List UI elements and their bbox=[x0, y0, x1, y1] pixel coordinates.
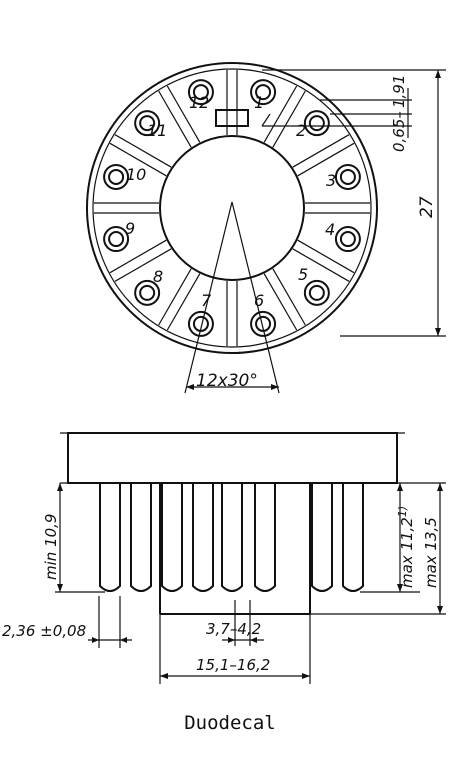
pin-socket-inner bbox=[339, 168, 356, 185]
pin-socket bbox=[334, 226, 361, 253]
dimension-max-112-label: max 11,21) bbox=[396, 506, 416, 588]
pin-socket bbox=[187, 310, 214, 337]
pin-socket-inner bbox=[139, 284, 156, 301]
dimension-pin-diameter-label: 2,36 ±0,08 bbox=[2, 622, 86, 640]
pin-socket-inner bbox=[108, 231, 125, 248]
pin-socket bbox=[303, 110, 330, 137]
pin-number-12: 12 bbox=[189, 93, 209, 112]
side-pin bbox=[99, 483, 121, 592]
side-pin bbox=[130, 483, 152, 592]
pin-socket bbox=[250, 79, 277, 106]
side-pin bbox=[311, 483, 333, 592]
pin-socket bbox=[303, 279, 330, 306]
pin-socket bbox=[187, 79, 214, 106]
angle-dimension: 12x30° bbox=[184, 201, 280, 394]
divider-line bbox=[263, 273, 298, 331]
dimension-065-label: 0,65– bbox=[390, 111, 408, 152]
angle-label: 12x30° bbox=[196, 371, 258, 391]
pin-number-8: 8 bbox=[153, 267, 163, 286]
dimension-191-065: 1,91 0,65– bbox=[261, 75, 412, 152]
dimension-spigot-width: 15,1–16,2 bbox=[159, 614, 311, 684]
divider-line bbox=[292, 134, 350, 168]
side-view: min 10,9 max 11,21) max 13,5 2,36 ±0 bbox=[2, 432, 446, 684]
pin-socket-inner bbox=[308, 115, 325, 132]
side-pin bbox=[192, 483, 214, 592]
pin-socket bbox=[134, 279, 161, 306]
pin-socket-inner bbox=[139, 115, 156, 132]
dimension-pin-spacing: 3,7–4,2 bbox=[206, 600, 264, 646]
dimension-max-135-label: max 13,5 bbox=[422, 517, 440, 588]
pin-socket bbox=[250, 310, 277, 337]
pin-number-10: 10 bbox=[126, 165, 146, 184]
divider-line bbox=[166, 273, 201, 331]
divider-line bbox=[114, 134, 172, 168]
top-view: 1 2 3 4 5 6 7 8 9 10 11 12 12x30° bbox=[86, 62, 446, 394]
pin-sockets bbox=[103, 79, 361, 337]
diagram-caption: Duodecal bbox=[184, 712, 276, 734]
divider-line bbox=[158, 90, 192, 148]
divider-line bbox=[109, 142, 167, 177]
dimension-pin-diameter: 2,36 ±0,08 bbox=[2, 596, 132, 648]
dimension-max-135: max 13,5 bbox=[310, 482, 446, 615]
pin-socket bbox=[103, 226, 130, 253]
pin-number-2: 2 bbox=[296, 121, 306, 140]
pin-socket-inner bbox=[308, 284, 325, 301]
pin-socket-inner bbox=[255, 315, 272, 332]
key-notch bbox=[215, 109, 249, 127]
dimension-191-label: 1,91 bbox=[390, 75, 408, 108]
dimension-spigot-width-label: 15,1–16,2 bbox=[196, 656, 270, 674]
pin-number-7: 7 bbox=[201, 291, 212, 310]
divider-line bbox=[114, 248, 172, 282]
divider-line bbox=[158, 268, 192, 326]
divider-line bbox=[272, 90, 306, 148]
side-pin bbox=[342, 483, 364, 592]
center-hole bbox=[159, 135, 305, 281]
divider-line bbox=[166, 85, 201, 143]
pin-socket-inner bbox=[192, 84, 209, 101]
base-outer-rim bbox=[86, 62, 378, 354]
divider-line bbox=[272, 268, 306, 326]
dimension-max-112: max 11,21) bbox=[360, 483, 420, 593]
pin-socket bbox=[103, 163, 130, 190]
pin-number-5: 5 bbox=[298, 265, 308, 284]
pin-number-labels: 1 2 3 4 5 6 7 8 9 10 11 12 bbox=[125, 93, 336, 310]
dimension-min-109-label: min 10,9 bbox=[42, 514, 60, 580]
pin-number-3: 3 bbox=[326, 171, 336, 190]
pins-side bbox=[99, 483, 364, 592]
pin-socket bbox=[134, 110, 161, 137]
pin-number-9: 9 bbox=[125, 219, 135, 238]
pin-number-6: 6 bbox=[254, 291, 264, 310]
pin-socket-inner bbox=[255, 84, 272, 101]
dimension-pin-spacing-label: 3,7–4,2 bbox=[206, 620, 261, 638]
divider-line bbox=[297, 239, 355, 274]
side-pin bbox=[221, 483, 243, 592]
side-pin bbox=[254, 483, 276, 592]
divider-line bbox=[263, 85, 298, 143]
pin-number-4: 4 bbox=[325, 220, 335, 239]
base-inner-rim bbox=[92, 68, 372, 348]
pin-number-11: 11 bbox=[147, 121, 167, 140]
pin-socket-inner bbox=[192, 315, 209, 332]
dimension-27-label: 27 bbox=[417, 196, 437, 218]
pin-dividers bbox=[94, 70, 370, 346]
pin-socket-inner bbox=[108, 168, 125, 185]
side-pin bbox=[161, 483, 183, 592]
pin-number-1: 1 bbox=[254, 93, 264, 112]
dimension-27: 27 bbox=[262, 69, 446, 337]
pin-socket-inner bbox=[339, 231, 356, 248]
divider-line bbox=[109, 239, 167, 274]
divider-line bbox=[292, 248, 350, 282]
divider-line bbox=[297, 142, 355, 177]
base-body bbox=[67, 432, 398, 484]
dimension-min-109: min 10,9 bbox=[42, 483, 105, 593]
pin-socket bbox=[334, 163, 361, 190]
